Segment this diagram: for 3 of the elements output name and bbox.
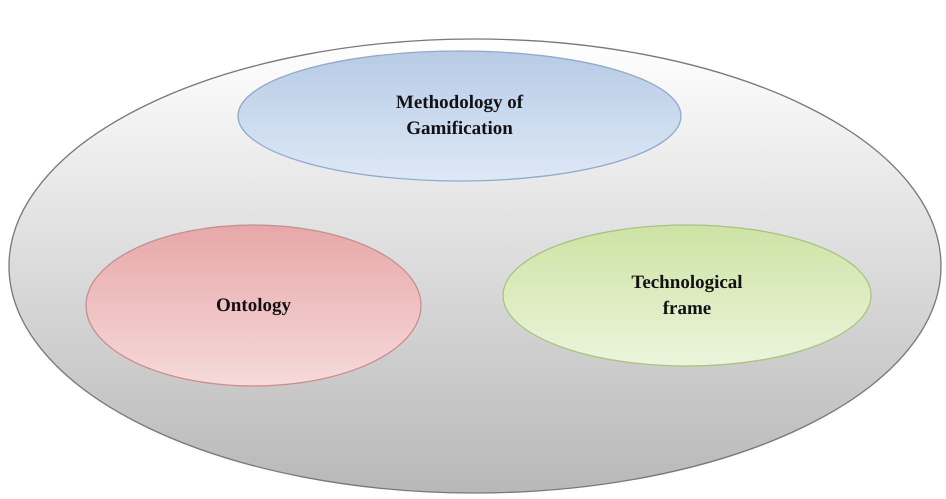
ellipse-label: Ontology (216, 294, 291, 318)
ellipse-label: Technological frame (630, 270, 744, 320)
ellipse-label: Methodology of Gamification (394, 91, 524, 141)
